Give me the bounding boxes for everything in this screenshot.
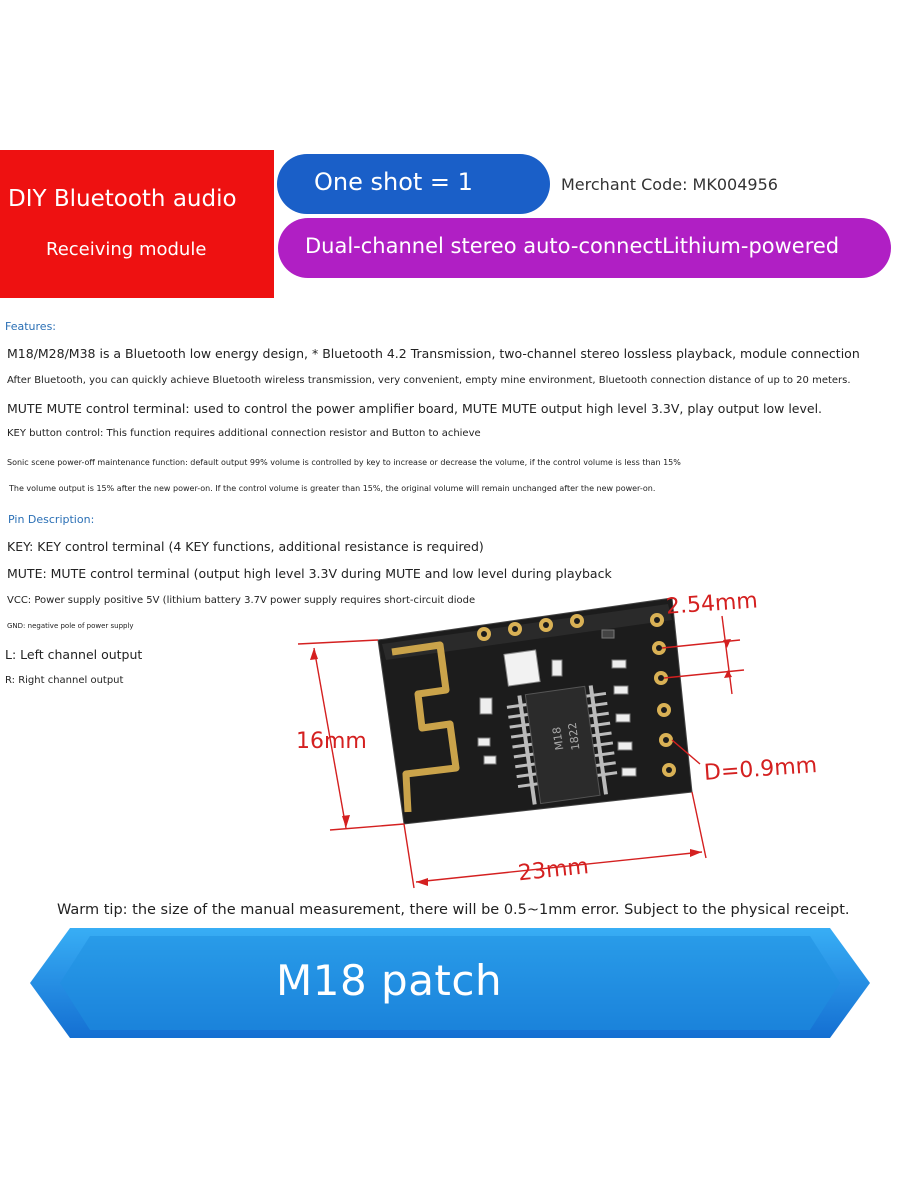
pin-line: L: Left channel output: [5, 647, 143, 662]
feature-pill-label: Dual-channel stereo auto-connectLithium-…: [305, 234, 840, 258]
quantity-pill: One shot = 1: [277, 154, 550, 214]
pins-heading: Pin Description:: [8, 513, 95, 526]
feature-line: M18/M28/M38 is a Bluetooth low energy de…: [7, 346, 860, 361]
feature-line: Sonic scene power-off maintenance functi…: [7, 458, 681, 467]
dimension-arrows: [310, 639, 732, 886]
dimension-lines: [297, 615, 745, 889]
pin-line: KEY: KEY control terminal (4 KEY functio…: [7, 539, 484, 554]
feature-line: After Bluetooth, you can quickly achieve…: [7, 375, 851, 386]
hole-dimension-label: D=0.9mm: [703, 753, 818, 786]
feature-line: MUTE MUTE control terminal: used to cont…: [7, 401, 823, 416]
chip-marking-date: 1822: [566, 722, 583, 752]
top-pads: [477, 614, 584, 641]
pin-line: R: Right channel output: [5, 675, 124, 686]
antenna-trace: [391, 641, 460, 813]
warm-tip: Warm tip: the size of the manual measure…: [57, 902, 850, 918]
feature-line: The volume output is 15% after the new p…: [9, 484, 656, 493]
smd-components: [477, 629, 637, 777]
pitch-dimension-label: 2.54mm: [665, 588, 758, 619]
side-pads: [650, 613, 676, 777]
ic-chip: M18 1822: [506, 685, 618, 805]
pin-line: MUTE: MUTE control terminal (output high…: [7, 566, 612, 581]
title-text: DIY Bluetooth audio: [8, 186, 237, 212]
crystal-component: [503, 649, 541, 687]
width-dimension-label: 23mm: [517, 854, 590, 886]
height-dimension-label: 16mm: [296, 729, 367, 754]
title-block: DIY Bluetooth audio Receiving module: [0, 150, 274, 298]
pin-line: GND: negative pole of power supply: [7, 622, 134, 630]
feature-pill: Dual-channel stereo auto-connectLithium-…: [278, 218, 891, 278]
features-heading: Features:: [5, 320, 57, 333]
feature-line: KEY button control: This function requir…: [7, 428, 481, 439]
quantity-pill-label: One shot = 1: [314, 168, 473, 196]
subtitle-text: Receiving module: [46, 239, 207, 260]
pin-line: VCC: Power supply positive 5V (lithium b…: [7, 595, 476, 606]
product-banner: [30, 928, 870, 1038]
merchant-code: Merchant Code: MK004956: [561, 175, 778, 194]
banner-title: M18 patch: [276, 956, 503, 1005]
chip-marking-model: M18: [550, 726, 566, 751]
